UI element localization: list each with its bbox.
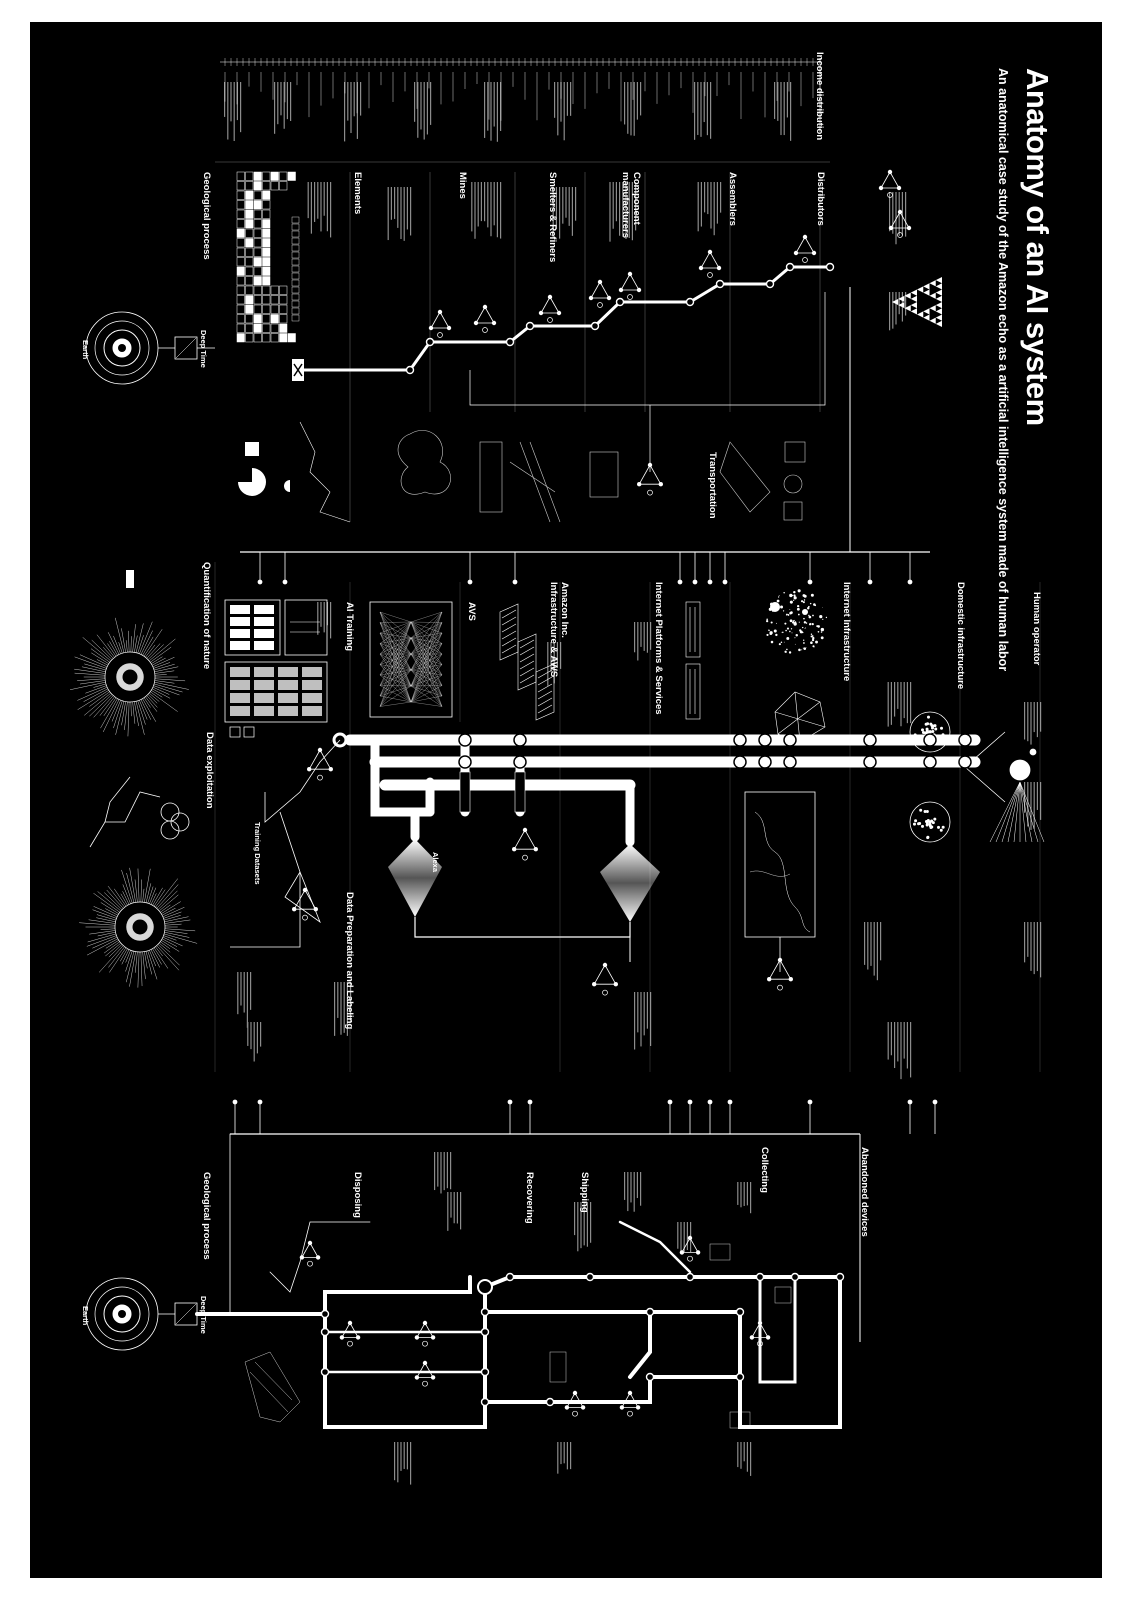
- recycling-network: [197, 1134, 840, 1427]
- heading-collecting: Collecting: [759, 1147, 770, 1193]
- heading-geological-process-bottom: Geological process: [201, 1172, 212, 1260]
- supply-chain-path: [300, 267, 850, 552]
- heading-elements: Elements: [352, 172, 363, 214]
- heading-component-manufacturers: Component manufacturers: [620, 172, 642, 232]
- label-deep-time-top: Deep Time: [199, 330, 208, 368]
- poster-title: Anatomy of an AI system: [1019, 68, 1055, 426]
- income-distribution-scale: [220, 58, 820, 132]
- minerals-illustrations: [398, 430, 805, 522]
- internet-platform-racks: [686, 602, 700, 719]
- internet-infrastructure-map: [766, 589, 827, 653]
- circuit-boards: [910, 712, 950, 842]
- earth-bottom-icon: [86, 1278, 197, 1350]
- heading-geological-process-top: Geological process: [201, 172, 212, 260]
- label-training-datasets: Training Datasets: [253, 822, 262, 885]
- label-deep-time-bottom: Deep Time: [199, 1296, 208, 1334]
- heading-quantification-of-nature: Quantification of nature: [201, 562, 212, 669]
- periodic-table: [237, 172, 299, 342]
- heading-disposing: Disposing: [352, 1172, 363, 1218]
- map-panel: [745, 792, 815, 972]
- triad-glyphs-bottom: [300, 1236, 771, 1416]
- heading-income-distribution: Income distribution: [814, 52, 825, 140]
- label-earth-top: Earth: [81, 340, 90, 359]
- heading-transportation: Transportation: [707, 452, 718, 519]
- distribution-bus: [240, 552, 930, 584]
- aws-servers: [500, 604, 554, 720]
- supply-chain-nodes: [292, 264, 834, 382]
- heading-ai-training: AI Training: [344, 602, 355, 651]
- neural-network-box: [370, 602, 452, 717]
- heading-human-operator: Human operator: [1031, 592, 1042, 665]
- collection-bus: [230, 1100, 937, 1342]
- earth-top-icon: [86, 312, 215, 384]
- heading-smelters-refiners: Smelters & Refiners: [547, 172, 558, 262]
- quantification-network: [90, 777, 189, 847]
- label-earth-bottom: Earth: [81, 1306, 90, 1325]
- rare-earth-chart: [300, 422, 350, 522]
- diagram-artwork: [30, 22, 1102, 1578]
- heading-distributors: Distributors: [815, 172, 826, 226]
- processing-funnels: [388, 839, 660, 962]
- heading-amazon-infrastructure: Amazon Inc. Infrastructure & AWS: [548, 582, 570, 702]
- main-data-bus: [350, 740, 975, 842]
- heading-shipping: Shipping: [579, 1172, 590, 1213]
- ai-training-racks: [225, 600, 327, 737]
- heading-mines: Mines: [457, 172, 468, 199]
- heading-domestic-infrastructure: Domestic infrastructure: [955, 582, 966, 689]
- label-alexa: Alexa: [431, 852, 440, 872]
- poster-subtitle: An anatomical case study of the Amazon e…: [996, 68, 1010, 671]
- heading-abandoned-devices: Abandoned devices: [859, 1147, 870, 1237]
- heading-internet-infrastructure: Internet Infrastructure: [841, 582, 852, 681]
- echo-human-operator: [965, 732, 1044, 842]
- quantification-sunbursts: [70, 570, 197, 988]
- heading-data-preparation: Data Preparation and Labeling: [344, 892, 355, 1029]
- data-exploitation-links: [230, 740, 340, 947]
- heading-internet-platforms: Internet Platforms & Services: [653, 582, 664, 715]
- heading-data-exploitation: Data exploitation: [204, 732, 215, 809]
- poster: Anatomy of an AI system An anatomical ca…: [30, 22, 1102, 1578]
- pie-glyphs: [238, 442, 290, 496]
- bus-stations: [459, 734, 971, 812]
- heading-assemblers: Assemblers: [727, 172, 738, 226]
- heading-recovering: Recovering: [524, 1172, 535, 1224]
- heading-avs: AVS: [466, 602, 477, 621]
